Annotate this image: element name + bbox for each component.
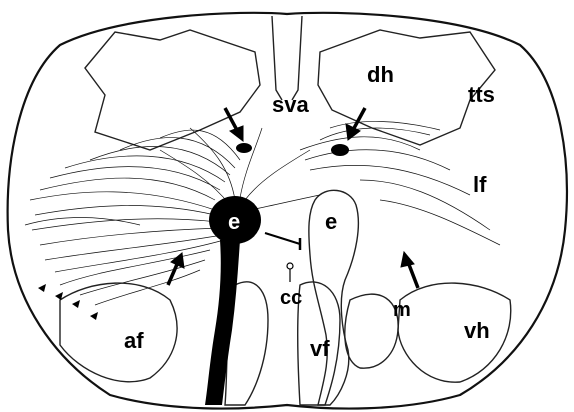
label-lf: lf	[473, 172, 487, 197]
label-e-left: e	[228, 209, 240, 234]
spinal-cord-outline	[8, 13, 567, 409]
left-dendritic-field	[25, 130, 240, 305]
label-m: m	[393, 299, 411, 321]
label-af: af	[124, 328, 144, 353]
label-vf: vf	[310, 336, 330, 361]
central-canal	[287, 263, 293, 282]
ventral-horn-right	[398, 283, 511, 382]
label-sva: sva	[272, 92, 309, 117]
ventral-horn-left	[60, 283, 177, 382]
arrows	[168, 108, 418, 288]
dorsal-septum	[272, 16, 302, 100]
label-tts: tts	[468, 82, 495, 107]
label-cc: cc	[280, 287, 302, 309]
label-dh: dh	[367, 62, 394, 87]
label-vh: vh	[464, 318, 490, 343]
ventral-horn-mid-right	[345, 294, 398, 368]
left-neuron-axon	[205, 240, 240, 405]
sva-neuron-right	[331, 144, 349, 156]
small-arrowheads	[38, 284, 98, 320]
sva-neuron-left	[236, 143, 252, 153]
label-e-right: e	[325, 209, 337, 234]
